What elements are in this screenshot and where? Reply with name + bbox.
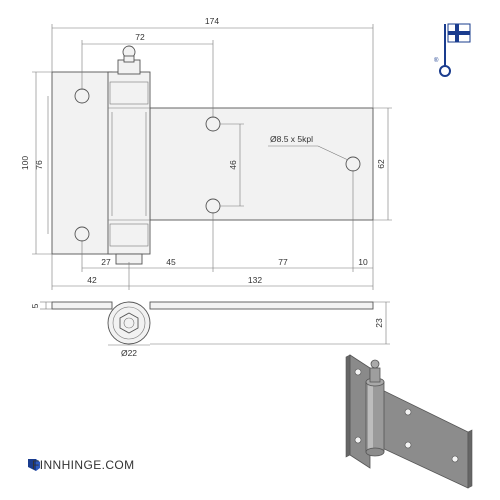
- registered-mark: ®: [434, 57, 439, 64]
- dim-right-leaf-height: 62: [376, 159, 386, 169]
- dim-barrel-diameter: Ø22: [121, 348, 137, 358]
- dim-left-leaf-width: 42: [87, 275, 97, 285]
- dim-left-hole-spacing: 76: [34, 160, 44, 170]
- side-view: [40, 301, 390, 346]
- brand-name: FINNHINGE.COM: [32, 458, 135, 472]
- dim-right-leaf-width: 132: [248, 275, 262, 285]
- dim-seg-10: 10: [358, 257, 368, 267]
- dim-seg-27: 27: [101, 257, 111, 267]
- dim-seg-77: 77: [278, 257, 288, 267]
- hinge-barrel: [107, 71, 151, 255]
- hinge-3d-illustration: [345, 354, 473, 489]
- dim-pin-to-right: 72: [135, 32, 145, 42]
- dim-right-hole-spacing: 46: [228, 160, 238, 170]
- dim-depth: 23: [374, 318, 384, 328]
- dim-leaf-height: 100: [20, 156, 30, 170]
- dim-overall-width: 174: [205, 16, 219, 26]
- dimension-lines: [32, 24, 392, 290]
- flag-key-logo: ®: [434, 23, 471, 77]
- dim-hole-spec: Ø8.5 x 5kpl: [270, 134, 313, 144]
- hole-left-top: [74, 88, 90, 104]
- hole-right-top: [205, 116, 221, 132]
- hole-right-far: [345, 156, 361, 172]
- front-view: [51, 45, 374, 265]
- right-leaf: [149, 107, 374, 221]
- hole-right-bottom: [205, 198, 221, 214]
- finnhinge-logo-icon: [28, 459, 40, 471]
- hole-left-bottom: [74, 226, 90, 242]
- dim-seg-45: 45: [166, 257, 176, 267]
- dim-thickness: 5: [30, 303, 40, 308]
